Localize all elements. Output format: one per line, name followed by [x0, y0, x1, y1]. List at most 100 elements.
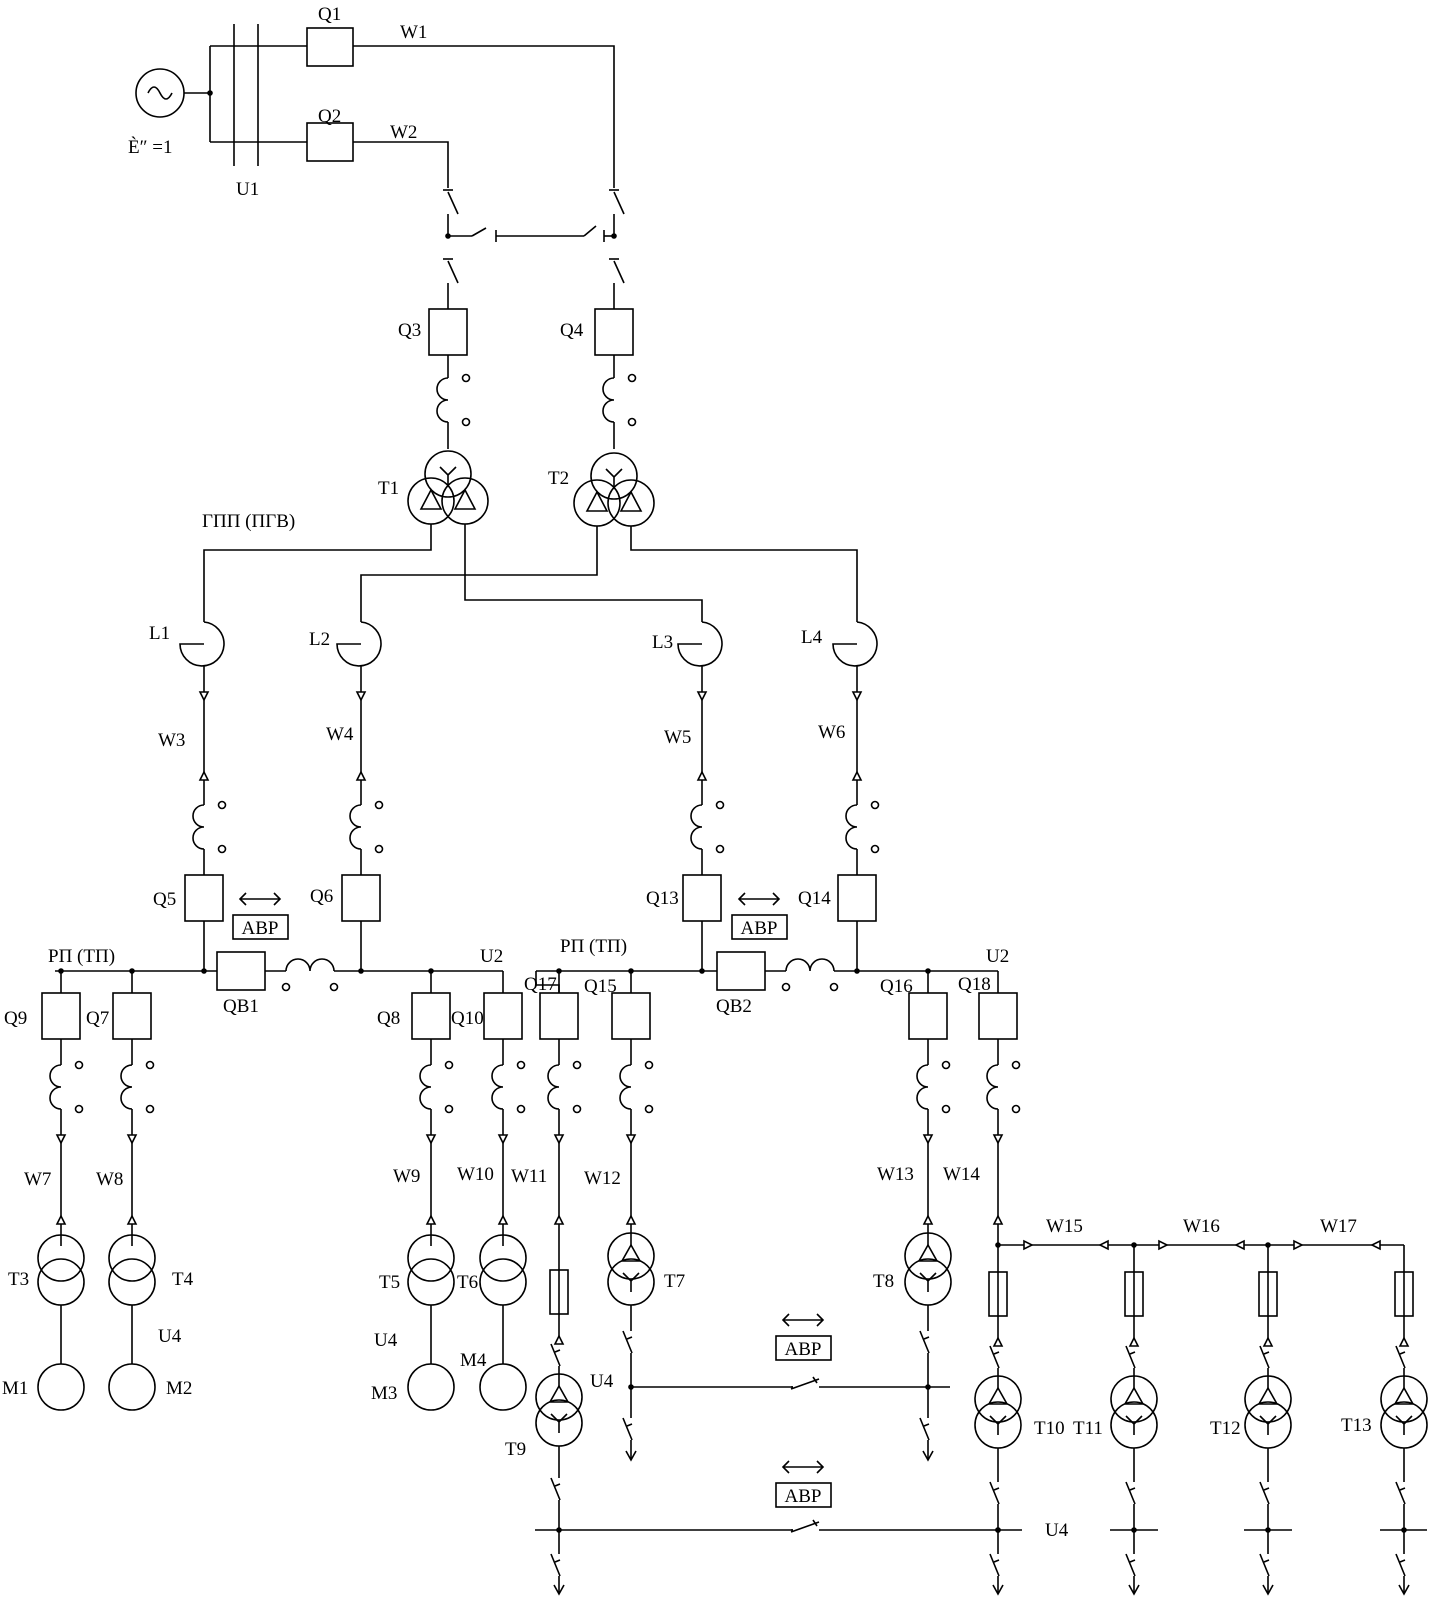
current-transformer-q15: [619, 1060, 654, 1114]
label-u2b: U2: [986, 946, 1009, 967]
label-t13: T13: [1341, 1415, 1372, 1436]
cable-end-q9-top: [55, 1134, 67, 1145]
current-transformer-qb1: [281, 958, 339, 992]
sectional-breaker-qb2: [716, 951, 766, 991]
label-qb1: QB1: [223, 996, 259, 1017]
current-transformer-q10: [491, 1060, 526, 1114]
transformer-t1: [407, 450, 489, 525]
current-transformer-qb2: [781, 958, 839, 992]
disconnector-w1-bottom: [609, 258, 625, 284]
label-w17: W17: [1320, 1216, 1357, 1237]
switch-t7-lv: [622, 1330, 633, 1354]
cable-end-w17-right: [1370, 1239, 1381, 1251]
cable-end-w4-bottom: [355, 770, 367, 781]
current-transformer-q18: [986, 1060, 1021, 1114]
switch-t13-hv: [1395, 1345, 1406, 1369]
reactor-l3: [677, 621, 723, 667]
reactor-l4: [832, 621, 878, 667]
breaker-q3: [428, 308, 468, 356]
cable-end-w16-right: [1234, 1239, 1245, 1251]
label-q16: Q16: [880, 976, 913, 997]
switch-t13-load: [1395, 1553, 1406, 1577]
avr-label: АВР: [242, 918, 279, 939]
cable-end-q9-bottom: [55, 1214, 67, 1225]
switch-t11-hv: [1125, 1345, 1136, 1369]
reactor-l1: [179, 621, 225, 667]
label-u4b: U4: [374, 1330, 398, 1351]
fuse-w11: [549, 1269, 569, 1315]
label-w9: W9: [393, 1166, 420, 1187]
fuse-t10: [988, 1271, 1008, 1317]
transformer-t4: [108, 1234, 156, 1306]
motor-m4: [479, 1363, 527, 1411]
label-q14: Q14: [798, 888, 831, 909]
cable-end-w3-top: [198, 691, 210, 702]
cable-end-q7-bottom: [126, 1214, 138, 1225]
label-gpp: ГПП (ПГВ): [202, 511, 295, 532]
label-t4: T4: [172, 1269, 194, 1290]
transformer-t5: [407, 1234, 455, 1306]
switch-t7-load: [622, 1417, 633, 1441]
label-q2: Q2: [318, 106, 341, 127]
label-t6: T6: [457, 1272, 478, 1293]
label-w13: W13: [877, 1164, 914, 1185]
transformer-t6: [479, 1234, 527, 1306]
breaker-q14: [837, 874, 877, 922]
cable-end-w5-bottom: [696, 770, 708, 781]
cable-end-t12: [1262, 1336, 1274, 1347]
transformer-t8: [904, 1232, 952, 1306]
load-arrow-t12: [1262, 1584, 1274, 1596]
current-transformer-q16: [916, 1060, 951, 1114]
transformer-t11: [1110, 1375, 1158, 1449]
label-u1: U1: [236, 179, 259, 200]
label-t2: T2: [548, 468, 569, 489]
breaker-q1: [306, 27, 354, 67]
load-arrow-t9: [553, 1584, 565, 1596]
label-m4: M4: [460, 1350, 487, 1371]
label-m1: M1: [2, 1378, 28, 1399]
label-l4: L4: [801, 627, 823, 648]
label-l2: L2: [309, 629, 330, 650]
label-m2: M2: [166, 1378, 192, 1399]
label-w6: W6: [818, 722, 845, 743]
current-transformer-q3: [436, 373, 471, 427]
label-q18: Q18: [958, 974, 991, 995]
cable-end-w3-bottom: [198, 770, 210, 781]
label-t7: T7: [664, 1271, 685, 1292]
label-w16: W16: [1183, 1216, 1220, 1237]
transformer-t12: [1244, 1375, 1292, 1449]
label-u4a: U4: [158, 1326, 182, 1347]
cable-end-w17-left: [1293, 1239, 1304, 1251]
cable-end-t9: [553, 1334, 565, 1345]
switch-t11-lv: [1125, 1481, 1136, 1505]
breaker-q10: [483, 992, 523, 1040]
current-transformer-q8: [419, 1060, 454, 1114]
sectional-breaker-qb1: [216, 951, 266, 991]
disconnector-w1-top: [609, 189, 625, 215]
avr-rp1: АВР: [232, 892, 289, 940]
cable-end-w5-top: [696, 691, 708, 702]
source-generator-icon: [135, 68, 185, 118]
cable-end-q15-top: [625, 1134, 637, 1145]
transformer-t10: [974, 1375, 1022, 1449]
label-qb2: QB2: [716, 996, 752, 1017]
label-m3: M3: [371, 1383, 397, 1404]
cable-end-q16-bottom: [922, 1214, 934, 1225]
cable-end-q17-bottom: [553, 1214, 565, 1225]
label-t9: T9: [505, 1439, 526, 1460]
transformer-t7: [607, 1232, 655, 1306]
motor-m3: [407, 1363, 455, 1411]
cable-end-q17-top: [553, 1134, 565, 1145]
label-t3: T3: [8, 1269, 29, 1290]
transformer-t3: [37, 1234, 85, 1306]
switch-t9-load: [550, 1553, 561, 1577]
label-rp1: РП (ТП): [48, 946, 115, 967]
label-w15: W15: [1046, 1216, 1083, 1237]
breaker-q17: [539, 992, 579, 1040]
cable-end-q15-bottom: [625, 1214, 637, 1225]
label-u4d: U4: [1045, 1520, 1069, 1541]
breaker-q4: [594, 308, 634, 356]
